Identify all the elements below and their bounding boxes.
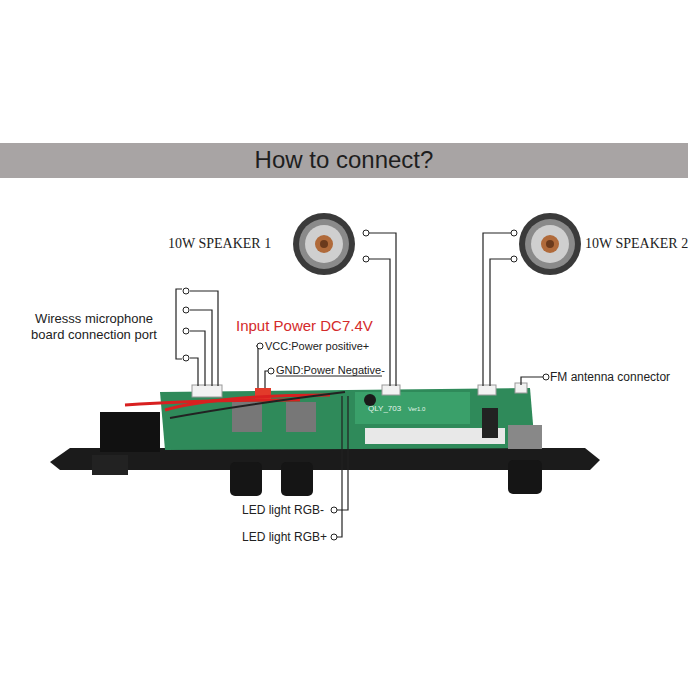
title-band [0, 143, 688, 178]
switch [92, 455, 128, 475]
chip [482, 408, 498, 438]
port-label: Wiresss microphone board connection port [18, 311, 170, 342]
mic-connector [192, 385, 222, 397]
pcb-panel [355, 392, 470, 424]
leader-lines [176, 233, 543, 537]
knob [281, 462, 313, 496]
power-label: Input Power DC7.4V [236, 317, 373, 335]
board-marking: Ver1.0 [408, 406, 425, 413]
knob [230, 462, 262, 496]
connector-label: FM antenna connector [550, 370, 670, 384]
jack [100, 412, 160, 452]
speaker-connector [382, 385, 400, 395]
knob [508, 460, 542, 494]
signal-label: LED light RGB- [242, 503, 324, 517]
speaker-label: 10W SPEAKER 2 [585, 236, 688, 253]
wire [170, 392, 345, 418]
speaker-1 [293, 213, 355, 275]
board-marking: QLY_703 [368, 404, 401, 414]
potentiometer [508, 425, 542, 449]
speaker-label: 10W SPEAKER 1 [168, 236, 271, 253]
speaker-2 [519, 213, 581, 275]
signal-label: LED light RGB+ [242, 530, 327, 544]
pin-label: VCC:Power positive+ [265, 340, 369, 353]
potentiometer [286, 402, 316, 432]
pin-label: GND:Power Negative- [276, 364, 385, 377]
speaker-connector [478, 385, 496, 395]
title: How to connect? [0, 146, 688, 175]
terminal-markers [183, 230, 549, 540]
